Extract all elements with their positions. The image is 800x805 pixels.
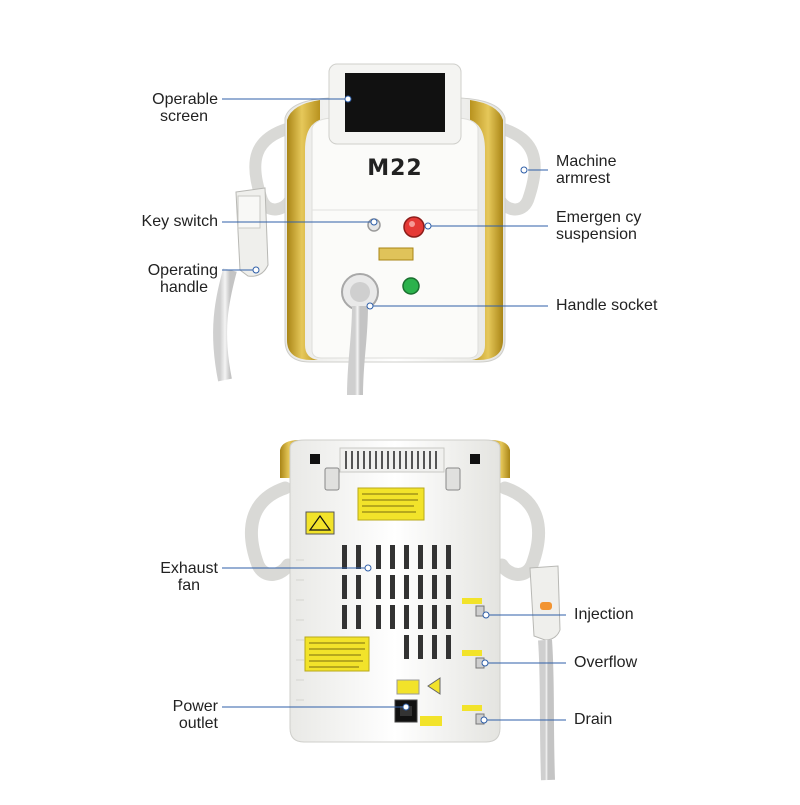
label-operating-handle: Operating handle [147, 262, 218, 296]
start-button[interactable] [402, 277, 420, 295]
emergency-stop-button[interactable] [403, 216, 425, 238]
label-power-outlet: Power outlet [172, 698, 218, 732]
label-key-switch: Key switch [141, 213, 218, 230]
label-operable-screen: Operable screen [152, 91, 218, 125]
exhaust-fan-grille [342, 545, 451, 659]
rear-leader-lines [222, 564, 566, 724]
label-emergency-suspension: Emergen cy suspension [556, 209, 642, 243]
operable-screen[interactable] [345, 73, 445, 132]
label-handle-socket: Handle socket [556, 297, 658, 314]
label-machine-armrest: Machine armrest [556, 153, 617, 187]
right-gold-panel [470, 100, 503, 360]
brand-logo: M22 [367, 156, 423, 181]
label-exhaust-fan: Exhaust fan [160, 560, 218, 594]
front-machine: M22 [213, 63, 541, 396]
injection-port[interactable] [475, 605, 485, 617]
label-injection: Injection [574, 606, 634, 623]
label-overflow: Overflow [574, 654, 638, 671]
rear-machine [245, 439, 561, 781]
warning-label-top [357, 487, 425, 521]
warning-label-bottom [304, 636, 370, 672]
rear-left-armrest [245, 481, 295, 581]
rear-right-armrest [495, 481, 545, 581]
indicator-plate [378, 247, 414, 261]
left-gold-panel [287, 100, 320, 360]
laser-warning-sticker [305, 511, 335, 535]
label-drain: Drain [574, 711, 613, 728]
top-vent [339, 447, 445, 473]
right-armrest [494, 122, 541, 216]
front-leader-lines [222, 95, 548, 310]
